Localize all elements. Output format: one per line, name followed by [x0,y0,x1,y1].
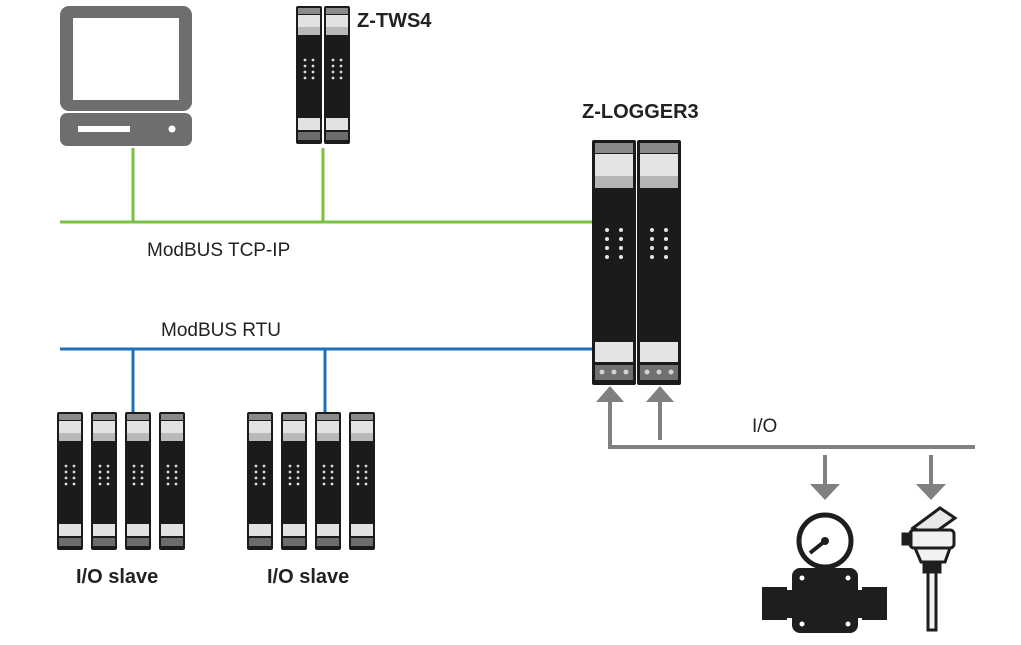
computer-icon [60,6,192,146]
z-tws4-module [296,6,350,144]
io-slave-label-1: I/O slave [76,566,158,588]
z-logger3-label: Z-LOGGER3 [582,101,699,123]
io-bus [596,386,975,500]
modbus-tcp-label: ModBUS TCP-IP [147,240,290,261]
z-tws4-label: Z-TWS4 [357,10,432,32]
z-logger3-module [592,140,681,385]
io-slave-group-2 [247,412,375,550]
temperature-sensor-icon [901,506,958,632]
modbus-rtu-label: ModBUS RTU [161,320,281,341]
modbus-tcp-network [60,148,595,224]
io-slave-label-2: I/O slave [267,566,349,588]
pressure-gauge-icon [762,512,887,633]
io-label: I/O [752,416,777,437]
io-slave-group-1 [57,412,185,550]
modbus-rtu-network [60,347,595,420]
